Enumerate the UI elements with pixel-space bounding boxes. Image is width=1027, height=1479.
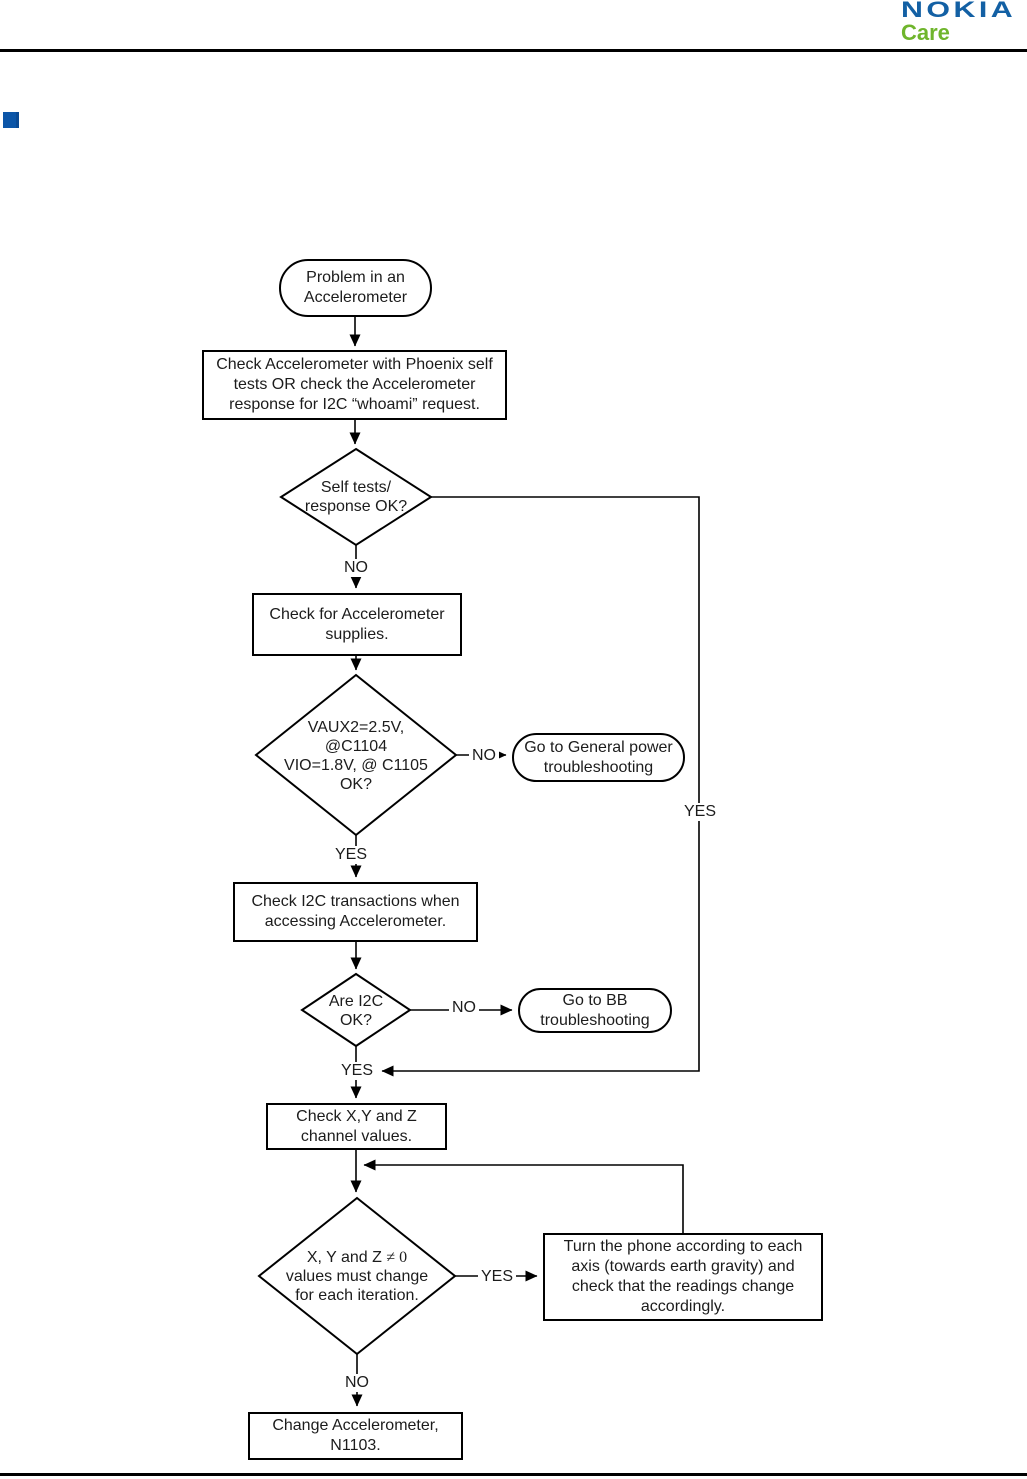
node-check-phoenix: Check Accelerometer with Phoenix self te… (202, 350, 507, 420)
text-line: Problem in an (306, 269, 405, 286)
text-line: Are I2C (328, 993, 384, 1010)
text-line: X, Y and Z ≠ 0 (307, 1248, 407, 1267)
text-line: OK? (339, 776, 372, 793)
text-line: @C1104 (324, 738, 388, 755)
text-line: Accelerometer (303, 289, 408, 306)
text-line: for each iteration. (295, 1286, 419, 1304)
not-equal-zero-text: ≠ 0 (386, 1248, 408, 1266)
node-turn-phone: Turn the phone according to each axis (t… (543, 1233, 823, 1321)
edge-self-tests-yes-long (381, 496, 700, 1077)
decision-xyz-text: X, Y and Z ≠ 0 values must change for ea… (257, 1246, 457, 1306)
section-bullet-marker (3, 112, 19, 128)
edge-label-yes: YES (680, 803, 720, 821)
edge-label-no: NO (449, 999, 479, 1017)
text-line: channel values. (300, 1127, 413, 1145)
node-start-terminator: Problem in an Accelerometer (279, 259, 432, 317)
decision-i2c-shape (300, 972, 412, 1048)
node-check-xyz: Check X,Y and Z channel values. (266, 1103, 447, 1150)
text-line: axis (towards earth gravity) and (571, 1258, 795, 1275)
decision-vaux-shape (254, 673, 458, 837)
node-general-power-terminator: Go to General power troubleshooting (512, 733, 685, 782)
care-logo-text: Care (901, 20, 950, 45)
text-line: Check for Accelerometer (269, 605, 445, 623)
decision-self-tests-text: Self tests/ response OK? (276, 477, 436, 517)
text-line: accessing Accelerometer. (264, 913, 447, 930)
text-line: accordingly. (640, 1298, 726, 1315)
decision-xyz-shape (257, 1196, 457, 1356)
footer-rule (0, 1473, 1027, 1476)
nokia-logo-text: NOKIA (901, 0, 1017, 22)
edge-label-no: NO (341, 559, 371, 577)
text-line: check that the readings change (571, 1278, 795, 1295)
edge-label-yes: YES (477, 1268, 517, 1286)
text-line: response OK? (304, 498, 408, 515)
text-line: Turn the phone according to each (563, 1238, 803, 1255)
decision-self-tests-shape (279, 447, 433, 547)
edge-label-no: NO (469, 747, 499, 765)
edge-label-no: NO (342, 1374, 372, 1392)
text-line: response for I2C “whoami” request. (229, 396, 480, 413)
text-line: troubleshooting (540, 1011, 650, 1029)
text-line: supplies. (325, 625, 389, 643)
nokia-care-logo: NOKIA Care (901, 0, 1013, 45)
node-check-i2c: Check I2C transactions when accessing Ac… (233, 882, 478, 942)
text-line: Check I2C transactions when (251, 893, 460, 910)
text-line: X, Y and Z (306, 1248, 382, 1266)
text-line: Go to General power (524, 738, 673, 756)
decision-vaux-text: VAUX2=2.5V, @C1104 VIO=1.8V, @ C1105 OK? (256, 717, 456, 795)
text-line: Self tests/ (320, 479, 392, 496)
decision-i2c-text: Are I2C OK? (296, 992, 416, 1030)
text-line: Check X,Y and Z (296, 1107, 417, 1125)
text-line: values must change (285, 1267, 429, 1285)
edge-label-yes: YES (331, 846, 371, 864)
node-check-supplies: Check for Accelerometer supplies. (252, 593, 462, 656)
edge-turn-phone-loopback (363, 1159, 684, 1233)
node-change-accelerometer: Change Accelerometer, N1103. (248, 1412, 463, 1460)
edge-label-yes: YES (337, 1062, 377, 1080)
node-bb-troubleshooting-terminator: Go to BB troubleshooting (518, 988, 672, 1033)
text-line: troubleshooting (543, 758, 654, 776)
text-line: Check Accelerometer with Phoenix self (216, 356, 493, 373)
text-line: N1103. (330, 1437, 381, 1454)
text-line: OK? (339, 1012, 372, 1029)
text-line: Change Accelerometer, (272, 1417, 439, 1434)
text-line: VAUX2=2.5V, (307, 719, 405, 736)
header-rule (0, 49, 1027, 52)
text-line: tests OR check the Accelerometer (233, 376, 476, 393)
text-line: Go to BB (562, 991, 628, 1009)
text-line: VIO=1.8V, @ C1105 (284, 757, 428, 774)
